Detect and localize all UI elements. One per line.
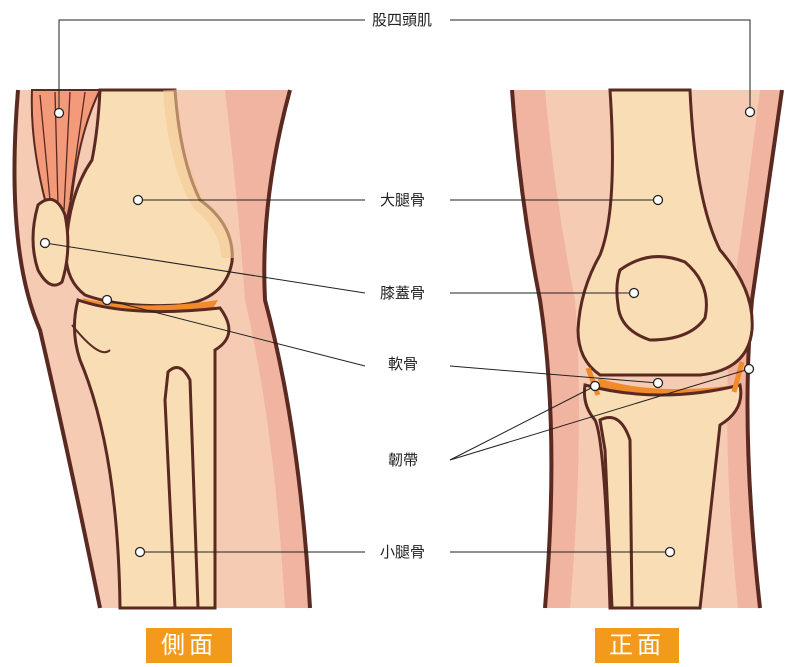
side-patella [33, 199, 68, 285]
dot-femur-front [654, 196, 663, 205]
dot-quadriceps-side [55, 109, 64, 118]
dot-patella-side [41, 239, 50, 248]
front-view [512, 90, 782, 608]
dot-femur-side [134, 196, 143, 205]
label-quadriceps: 股四頭肌 [368, 10, 436, 30]
label-cartilage: 軟骨 [384, 354, 422, 374]
label-tibia: 小腿骨 [376, 542, 429, 562]
view-label-side: 側面 [146, 628, 232, 663]
label-ligament: 韌帶 [384, 450, 422, 470]
label-patella: 膝蓋骨 [376, 283, 429, 303]
dot-cartilage-side [103, 296, 112, 305]
side-view [14, 90, 310, 608]
label-femur: 大腿骨 [376, 190, 429, 210]
dot-cartilage-front [654, 379, 663, 388]
dot-patella-front [630, 289, 639, 298]
dot-quadriceps-front [746, 108, 755, 117]
dot-ligament-left [591, 382, 600, 391]
dot-tibia-side [136, 548, 145, 557]
view-label-front: 正面 [595, 628, 679, 663]
dot-ligament-right [745, 365, 754, 374]
dot-tibia-front [666, 548, 675, 557]
front-patella [617, 257, 707, 340]
